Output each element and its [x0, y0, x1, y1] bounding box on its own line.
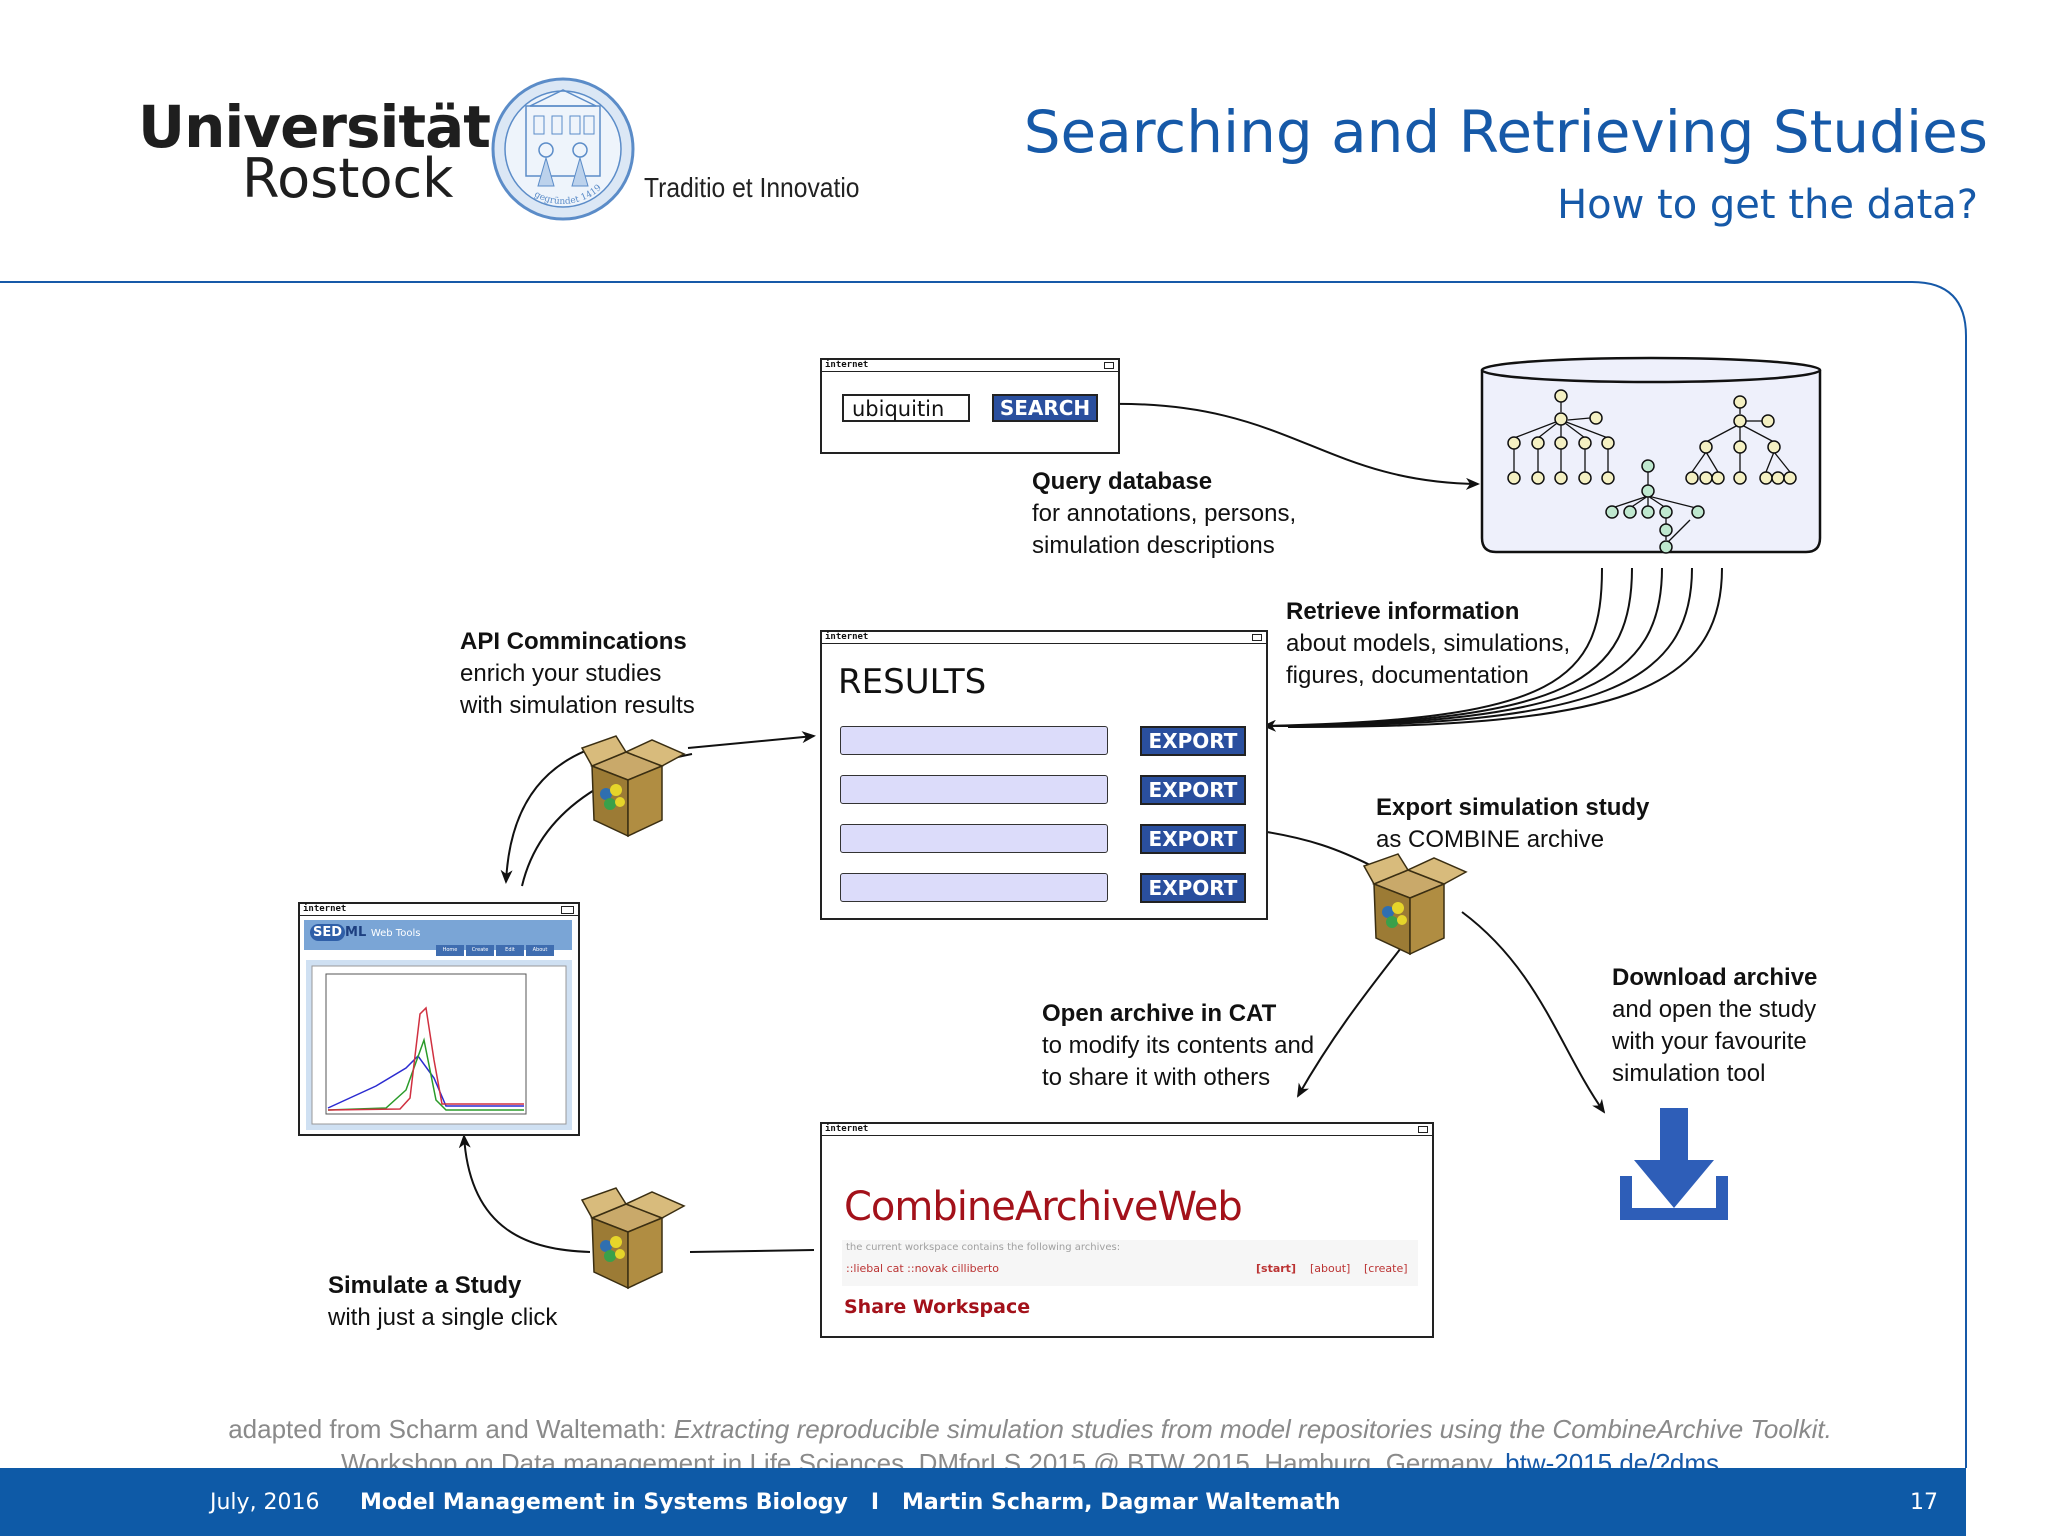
caw-nav-create[interactable]: [create] [1364, 1262, 1408, 1275]
share-workspace-link[interactable]: Share Workspace [844, 1296, 1031, 1318]
caw-nav-about[interactable]: [about] [1310, 1262, 1351, 1275]
export-button[interactable]: EXPORT [1140, 873, 1246, 903]
window-title-bar: internet [822, 360, 1118, 372]
download-icon [1620, 1108, 1728, 1220]
university-name: Universität [138, 93, 491, 161]
result-row[interactable] [840, 824, 1108, 853]
caw-nav-start[interactable]: [start] [1256, 1262, 1296, 1275]
caption-simulate-study: Simulate a Study with just a single clic… [328, 1272, 558, 1331]
caption-open-archive: Open archive in CAT to modify its conten… [1042, 1000, 1315, 1091]
sedml-nav-edit[interactable]: Edit [496, 945, 524, 956]
footer-bar: July, 2016 Model Management in Systems B… [0, 1468, 1966, 1536]
caption-retrieve-information: Retrieve information about models, simul… [1286, 598, 1571, 689]
export-button[interactable]: EXPORT [1140, 775, 1246, 805]
export-button[interactable]: EXPORT [1140, 726, 1246, 756]
window-close-icon[interactable] [1252, 634, 1262, 641]
window-close-icon[interactable] [1418, 1126, 1428, 1133]
result-row[interactable] [840, 726, 1108, 755]
caption-download-archive: Download archive and open the study with… [1612, 964, 1818, 1087]
export-button[interactable]: EXPORT [1140, 824, 1246, 854]
search-button[interactable]: SEARCH [992, 394, 1098, 422]
caw-workspace-text: the current workspace contains the follo… [846, 1242, 1121, 1253]
university-motto: Traditio et Innovatio [644, 172, 860, 203]
window-title-bar: internet [822, 632, 1266, 644]
result-row[interactable] [840, 873, 1108, 902]
window-title-bar: internet [822, 1124, 1432, 1136]
search-window: internet ubiquitin SEARCH [820, 358, 1120, 454]
combine-archive-web-window: internet CombineArchiveWeb the current w… [820, 1122, 1434, 1338]
slide-subtitle: How to get the data? [1557, 182, 1978, 228]
footer-date: July, 2016 [210, 1490, 320, 1515]
university-city: Rostock [242, 147, 454, 210]
result-row[interactable] [840, 775, 1108, 804]
combine-archive-box-icon [581, 1187, 685, 1289]
sedml-nav-create[interactable]: Create [466, 945, 494, 956]
slide-title: Searching and Retrieving Studies [1023, 98, 1988, 166]
sedml-nav-about[interactable]: About [526, 945, 554, 956]
caw-workspace-panel [842, 1240, 1418, 1286]
caption-api-communications: API Commincations enrich your studies wi… [460, 628, 695, 719]
page-number: 17 [1910, 1490, 1938, 1515]
results-window: internet RESULTS EXPORT EXPORT EXPORT EX… [820, 630, 1268, 920]
window-title-bar: internet [300, 904, 578, 916]
caption-export-study: Export simulation study as COMBINE archi… [1376, 794, 1650, 853]
results-title: RESULTS [838, 662, 987, 702]
window-close-icon[interactable] [561, 906, 574, 914]
university-seal: gegründet 1419 [491, 77, 635, 221]
sedml-nav-home[interactable]: Home [436, 945, 464, 956]
window-close-icon[interactable] [1104, 362, 1114, 369]
footer-title: Model Management in Systems Biology I Ma… [360, 1490, 1341, 1515]
search-input[interactable]: ubiquitin [842, 394, 970, 422]
combine-archive-box-icon [1363, 853, 1467, 955]
caw-archive-links[interactable]: ::liebal cat ::novak cilliberto [846, 1262, 999, 1275]
combine-archive-box-icon [581, 735, 685, 837]
simulation-plot-thumbnail [306, 960, 572, 1130]
database-icon [1480, 356, 1822, 554]
caption-query-database: Query database for annotations, persons,… [1032, 468, 1297, 559]
caw-title: CombineArchiveWeb [844, 1184, 1243, 1230]
